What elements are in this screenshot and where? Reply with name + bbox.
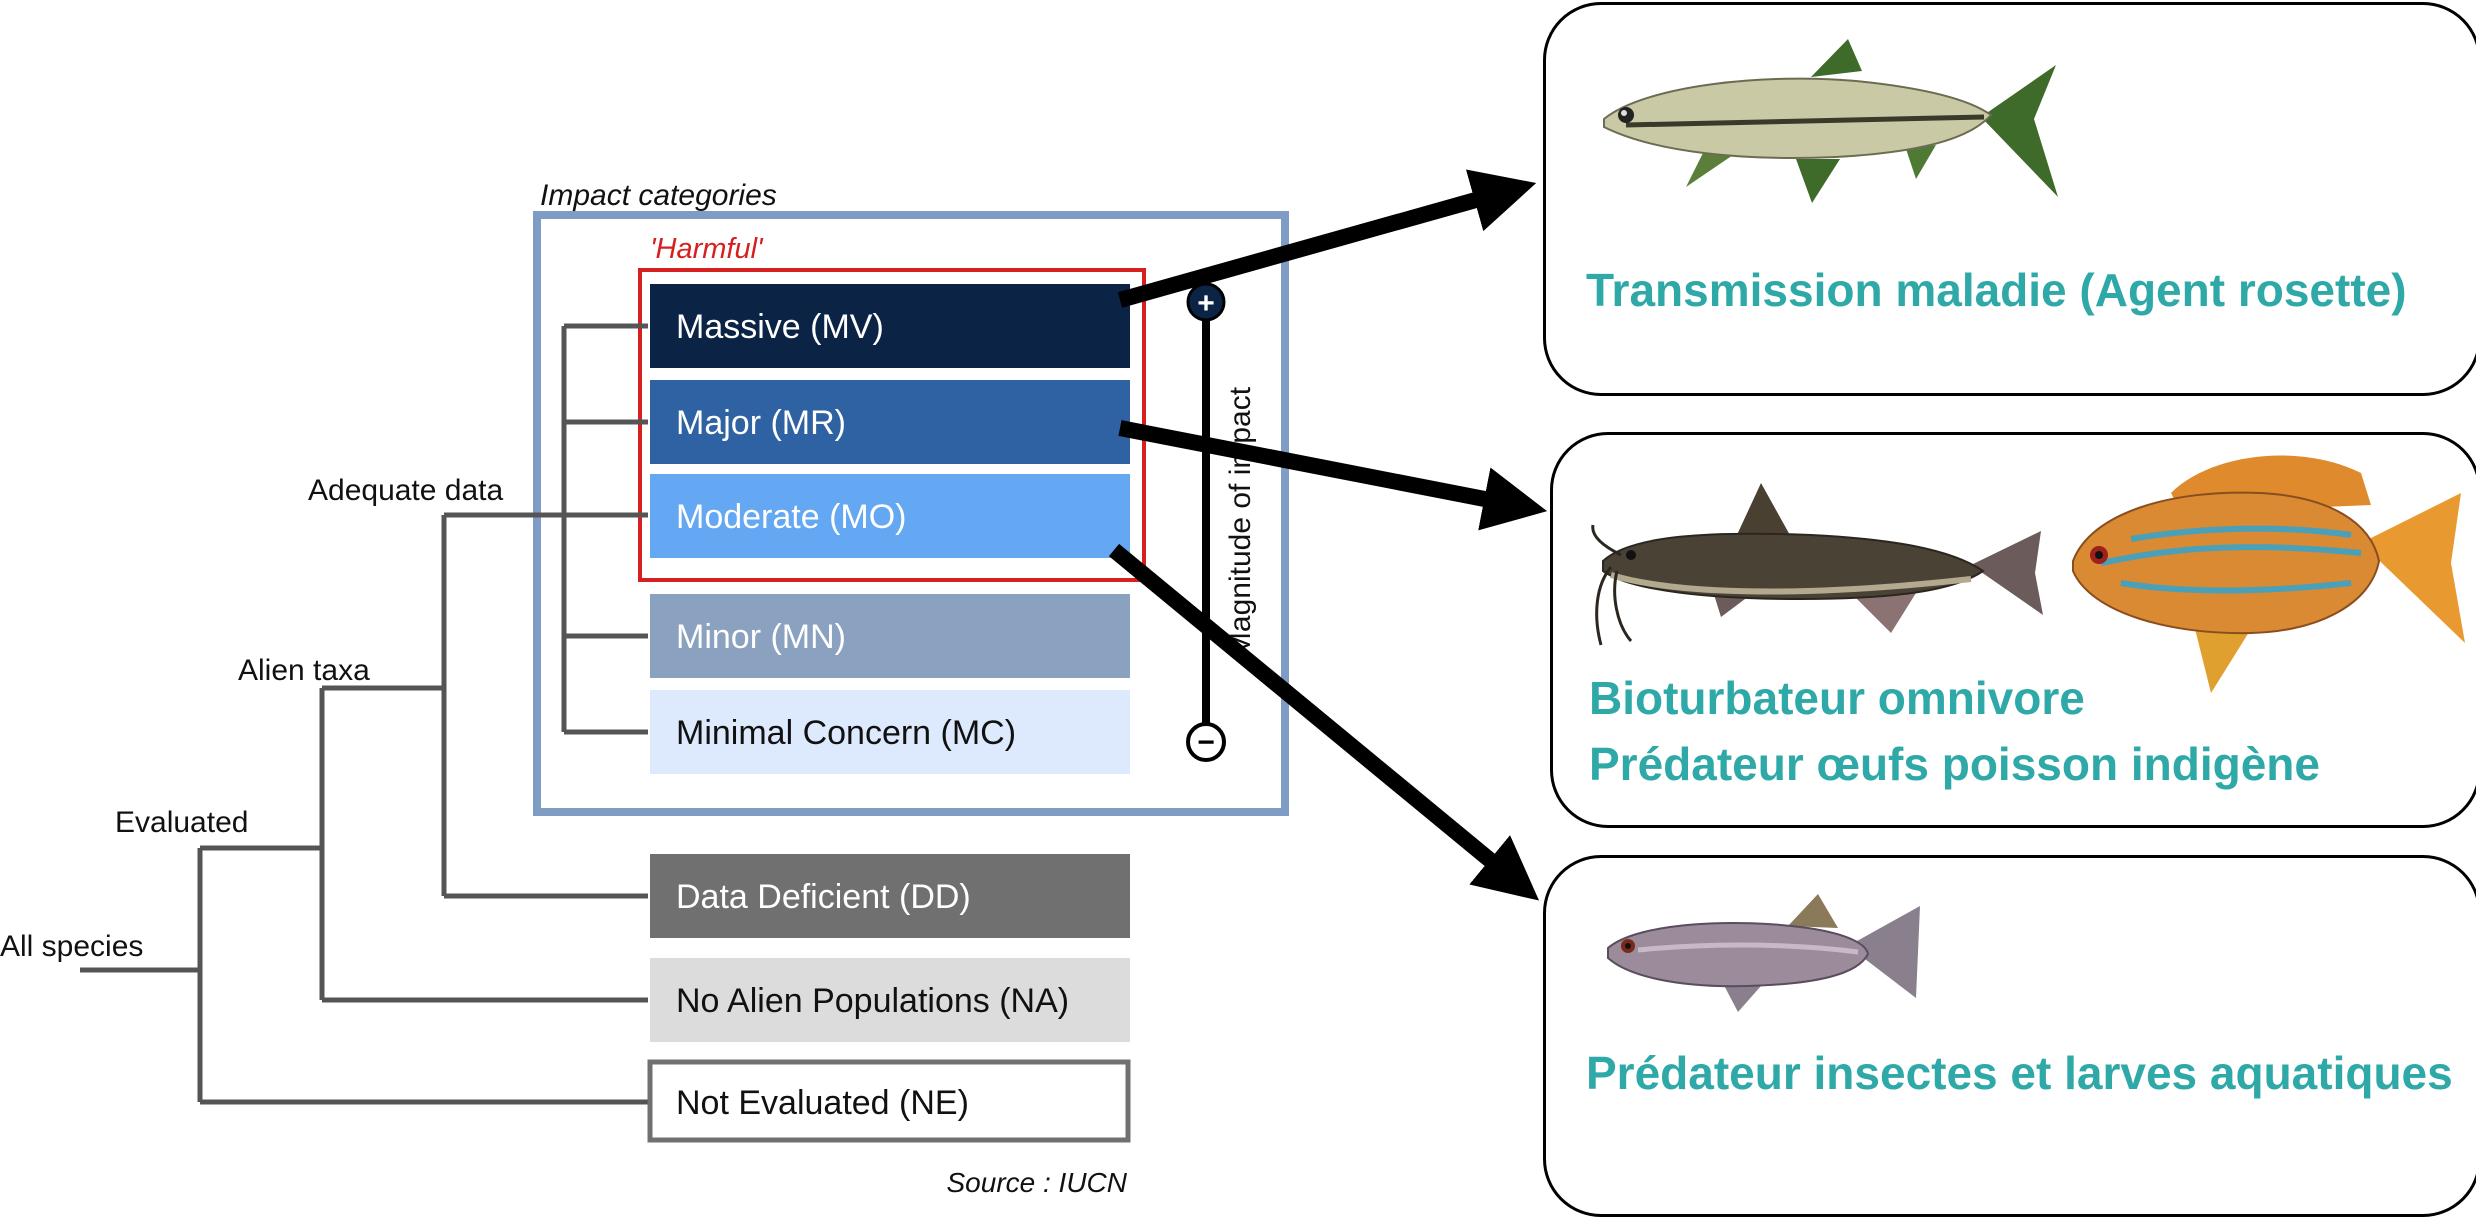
arrow-to-panel-2 <box>1118 420 1548 531</box>
arrows <box>1108 169 1548 901</box>
category-box <box>650 854 1130 938</box>
panel-2-text-line-2: Prédateur œufs poisson indigène <box>1589 738 2320 790</box>
category-box <box>650 958 1130 1042</box>
category-label: Moderate (MO) <box>676 498 907 536</box>
category-label: Minimal Concern (MC) <box>676 714 1016 752</box>
category-label: Not Evaluated (NE) <box>676 1084 969 1122</box>
minus-icon: − <box>1197 726 1215 759</box>
magnitude-axis: + − Magnitude of impact <box>1186 282 1257 762</box>
category-box <box>647 1059 1131 1143</box>
harmful-label: 'Harmful' <box>650 233 764 265</box>
category-moderate: Moderate (MO) <box>650 474 1130 558</box>
category-box <box>650 594 1130 678</box>
adequate-data-label: Adequate data <box>308 474 503 507</box>
arrow-to-panel-3 <box>1108 543 1540 901</box>
panel-1-text: Transmission maladie (Agent rosette) <box>1586 264 2407 316</box>
panel-2-text-line-1: Bioturbateur omnivore <box>1589 672 2085 724</box>
category-minimal-concern: Minimal Concern (MC) <box>650 690 1130 774</box>
category-box <box>650 284 1130 368</box>
category-data-deficient: Data Deficient (DD) <box>650 854 1130 938</box>
category-label: Massive (MV) <box>676 308 884 346</box>
category-label: Major (MR) <box>676 404 846 442</box>
category-box <box>650 380 1130 464</box>
pumpkinseed-sunfish-fish-icon <box>2072 455 2465 693</box>
category-box <box>650 690 1130 774</box>
magnitude-of-impact-label: Magnitude of impact <box>1224 386 1257 657</box>
category-not-evaluated: Not Evaluated (NE) <box>647 1059 1131 1143</box>
category-minor: Minor (MN) <box>650 594 1130 678</box>
category-label: Data Deficient (DD) <box>676 878 971 916</box>
catfish-fish-icon <box>1591 483 2043 646</box>
mosquitofish-fish-icon <box>1607 894 1920 1012</box>
panel-disease-transmission: Transmission maladie (Agent rosette) <box>1543 2 2476 396</box>
axis-label-background <box>1210 384 1240 660</box>
plus-icon: + <box>1197 287 1215 320</box>
category-label: No Alien Populations (NA) <box>676 982 1069 1020</box>
category-no-alien-populations: No Alien Populations (NA) <box>650 958 1130 1042</box>
category-box <box>650 474 1130 558</box>
impact-categories-title: Impact categories <box>540 179 777 212</box>
category-massive: Massive (MV) <box>650 284 1130 368</box>
all-species-label: All species <box>0 930 143 963</box>
panel-bioturbator: Bioturbateur omnivore Prédateur œufs poi… <box>1550 432 2476 828</box>
category-label: Minor (MN) <box>676 618 846 656</box>
classification-tree <box>80 323 648 1105</box>
category-major: Major (MR) <box>650 380 1130 464</box>
minus-circle-icon <box>1186 722 1226 762</box>
panel-insect-predator: Prédateur insectes et larves aquatiques <box>1543 855 2476 1217</box>
alien-taxa-label: Alien taxa <box>238 654 370 687</box>
evaluated-label: Evaluated <box>115 806 248 839</box>
panel-3-text: Prédateur insectes et larves aquatiques <box>1586 1047 2453 1099</box>
topmouth-gudgeon-fish-icon <box>1603 39 2058 203</box>
arrow-to-panel-1 <box>1117 169 1537 308</box>
source-label: Source : IUCN <box>947 1167 1128 1198</box>
